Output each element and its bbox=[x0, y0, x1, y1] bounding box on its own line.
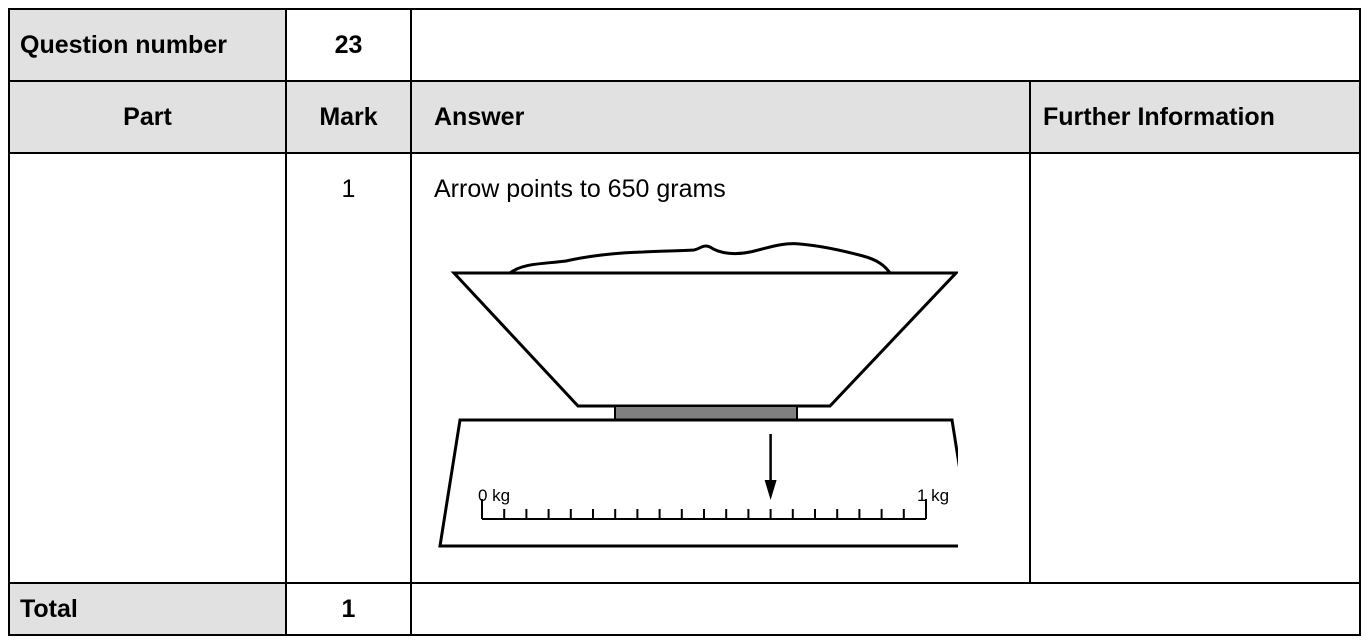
part-header: Part bbox=[123, 103, 172, 131]
pointer-arrow-icon bbox=[764, 434, 777, 500]
part-header-cell: Part bbox=[8, 80, 287, 154]
scale-start-label: 0 kg bbox=[478, 486, 510, 505]
total-value: 1 bbox=[341, 595, 356, 623]
scale-connector bbox=[614, 405, 798, 421]
mark-scheme-table: Question number 23 Part Mark Answer Furt… bbox=[8, 8, 1361, 636]
scale-end-label: 1 kg bbox=[917, 486, 949, 505]
scale-bowl bbox=[450, 271, 958, 408]
further-information-cell bbox=[1029, 152, 1361, 584]
question-number-value: 23 bbox=[334, 31, 363, 59]
question-number-label: Question number bbox=[20, 31, 227, 59]
question-blank-cell bbox=[410, 8, 1361, 82]
total-value-cell: 1 bbox=[285, 582, 412, 636]
answer-header-cell: Answer bbox=[410, 80, 1031, 154]
total-blank-cell bbox=[410, 582, 1361, 636]
total-label-cell: Total bbox=[8, 582, 287, 636]
kitchen-scale-diagram: 0 kg 1 kg bbox=[438, 242, 958, 548]
bowl-contents bbox=[509, 242, 892, 275]
answer-text: Arrow points to 650 grams bbox=[434, 175, 726, 203]
mark-header-cell: Mark bbox=[285, 80, 412, 154]
mark-cell: 1 bbox=[285, 152, 412, 584]
further-information-header: Further Information bbox=[1043, 103, 1275, 131]
mark-value: 1 bbox=[341, 175, 356, 203]
total-label: Total bbox=[20, 595, 78, 623]
answer-cell: Arrow points to 650 grams 0 kg 1 kg bbox=[410, 152, 1031, 584]
question-number-value-cell: 23 bbox=[285, 8, 412, 82]
further-information-header-cell: Further Information bbox=[1029, 80, 1361, 154]
answer-header: Answer bbox=[434, 103, 525, 131]
question-number-label-cell: Question number bbox=[8, 8, 287, 82]
scale-base bbox=[438, 418, 958, 548]
pointer-arrow-head bbox=[764, 480, 777, 500]
mark-header: Mark bbox=[319, 103, 378, 131]
scale-ruler bbox=[481, 499, 927, 520]
part-cell bbox=[8, 152, 287, 584]
